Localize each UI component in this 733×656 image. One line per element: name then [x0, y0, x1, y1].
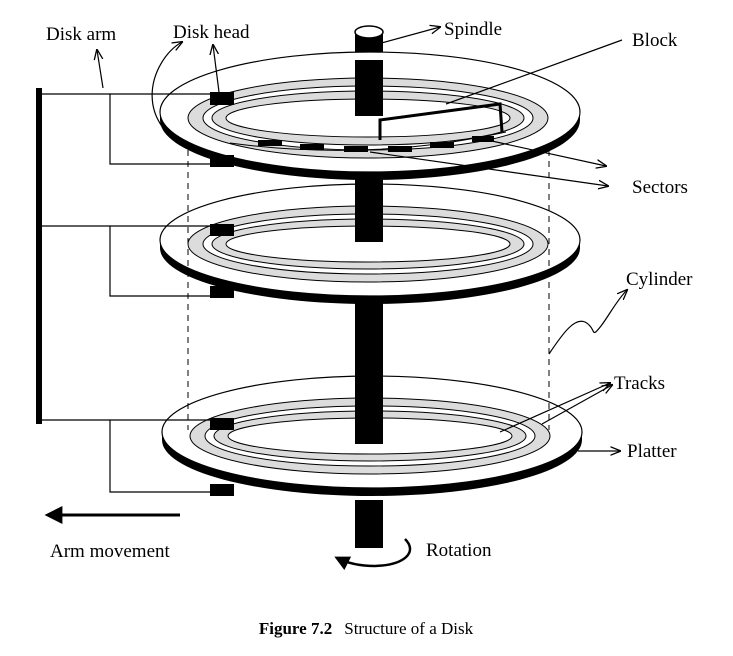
label-arrows [44, 27, 627, 571]
disk-head-top-upper [210, 92, 234, 105]
platter-label: Platter [627, 441, 677, 462]
disk-head-bottom-upper [210, 418, 234, 430]
tracks-label: Tracks [614, 373, 665, 394]
sectors-label: Sectors [632, 177, 688, 198]
figure-number: Figure 7.2 [259, 619, 332, 638]
figure-title: Structure of a Disk [344, 619, 473, 638]
figure-caption: Figure 7.2 Structure of a Disk [259, 619, 474, 638]
rotation-label: Rotation [426, 540, 492, 561]
disk-arm [36, 88, 212, 493]
block-outline [378, 102, 504, 140]
arm-movement-label: Arm movement [50, 541, 171, 562]
disk-head-middle-upper [210, 224, 234, 236]
disk-head-label: Disk head [173, 22, 250, 43]
block-label: Block [632, 30, 678, 51]
disk-arm-label: Disk arm [46, 24, 116, 45]
platter-bottom [161, 370, 583, 496]
cylinder-label: Cylinder [626, 269, 693, 290]
disk-head-bottom-lower [210, 484, 234, 496]
spindle-label: Spindle [444, 19, 502, 40]
cylinder-outline [187, 150, 550, 430]
disk-head-middle-lower [210, 286, 234, 298]
disk-head-top-lower [210, 155, 234, 167]
platter-middle [159, 180, 581, 304]
platter-top [159, 51, 581, 180]
